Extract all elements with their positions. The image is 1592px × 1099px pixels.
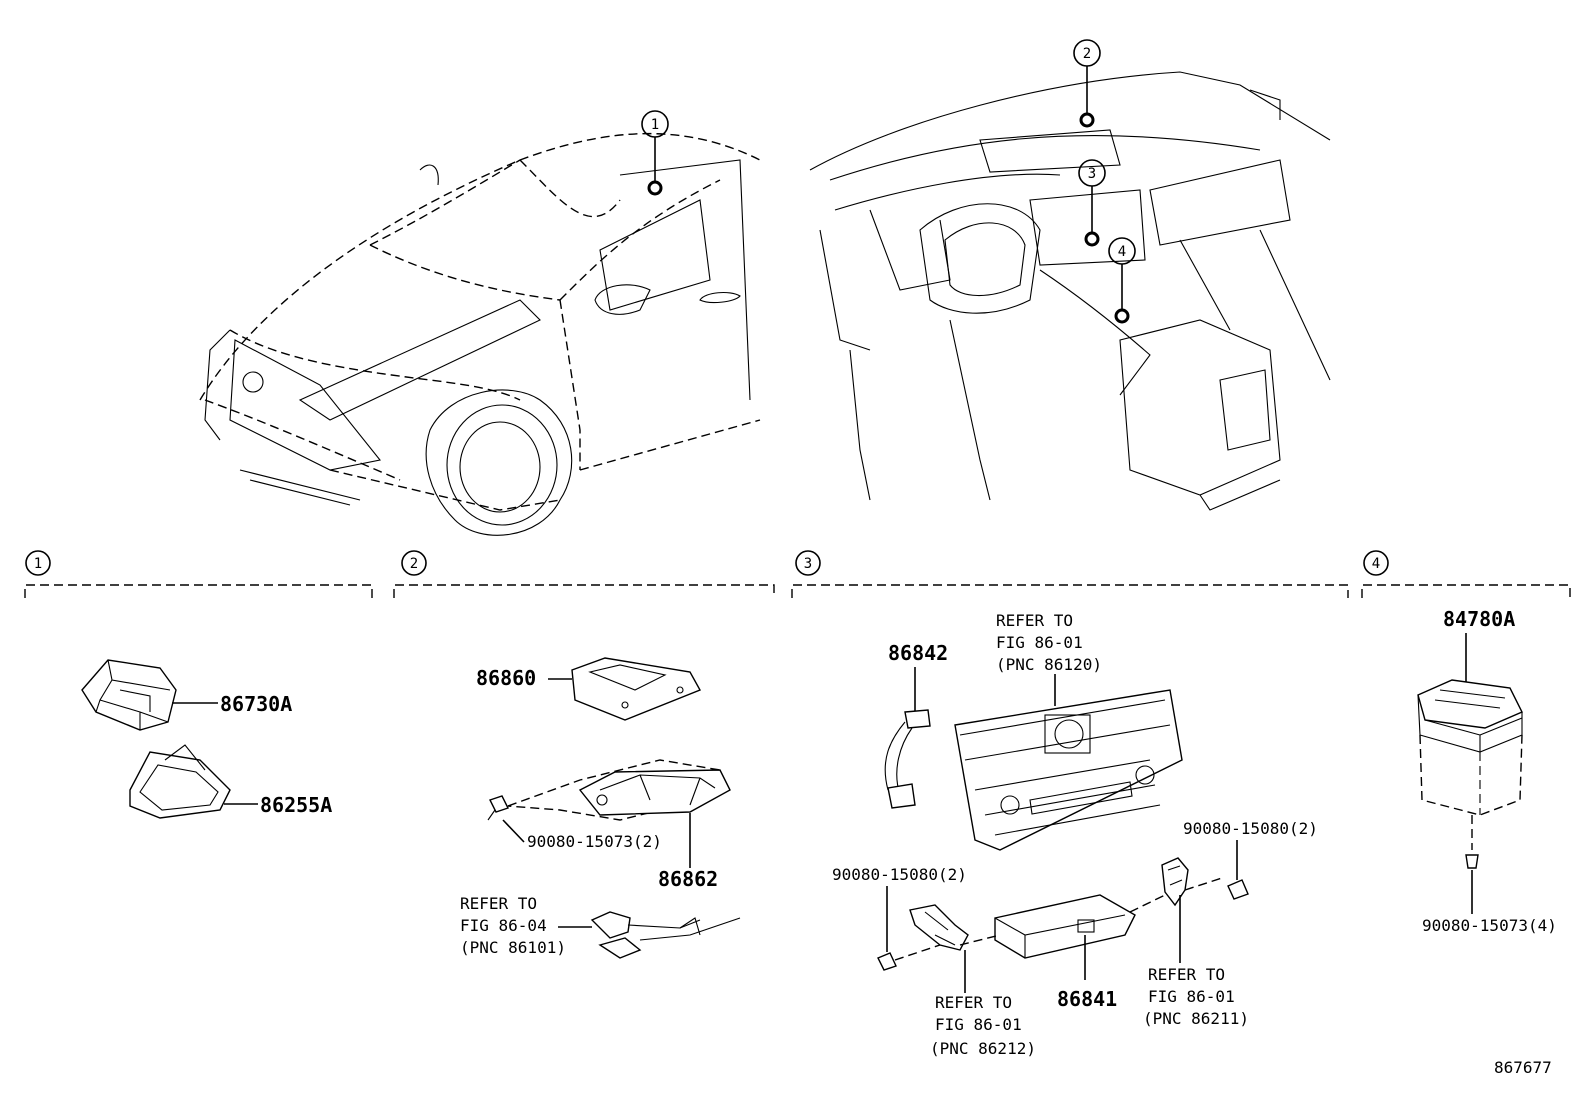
locator-marker-2: 2 — [1073, 39, 1101, 128]
vehicle-interior-illustration — [809, 71, 1331, 511]
part-number-86730A: 86730A — [220, 692, 292, 716]
dashed-assembly-outline — [507, 759, 722, 821]
part-number-86841: 86841 — [1057, 987, 1117, 1011]
bracket-86212-illustration — [909, 904, 969, 951]
module-86841-illustration — [994, 894, 1136, 959]
svg-text:REFER TO: REFER TO — [460, 894, 537, 913]
dashed-assembly-lines — [894, 877, 1223, 961]
part-number-86842: 86842 — [888, 641, 948, 665]
svg-text:(PNC 86211): (PNC 86211) — [1143, 1009, 1249, 1028]
locator-marker-label: 2 — [1083, 46, 1091, 62]
part-number-90080-15073-2: 90080-15073(2) — [527, 832, 662, 851]
diagram-id: 867677 — [1494, 1058, 1552, 1077]
screw-90080-15073-4-illustration — [1465, 854, 1479, 869]
part-number-86255A: 86255A — [260, 793, 332, 817]
locator-marker-4: 4 — [1108, 237, 1136, 324]
part-84780A-illustration — [1417, 679, 1523, 753]
section-3-header: 3 — [791, 550, 1349, 598]
svg-text:(PNC 86101): (PNC 86101) — [460, 938, 566, 957]
reference-fig-86-04: REFER TO FIG 86-04 (PNC 86101) — [460, 894, 566, 957]
screw-90080-15073-illustration — [487, 795, 509, 821]
control-panel-illustration — [954, 689, 1183, 851]
section-marker: 3 — [804, 556, 812, 572]
screw-90080-15080-left-illustration — [877, 952, 897, 971]
section-marker: 2 — [410, 556, 418, 572]
part-86730A-illustration — [81, 659, 177, 731]
svg-text:(PNC 86120): (PNC 86120) — [996, 655, 1102, 674]
svg-text:FIG 86-01: FIG 86-01 — [935, 1015, 1022, 1034]
screw-90080-15080-right-illustration — [1227, 879, 1249, 900]
leader-line — [502, 819, 525, 843]
part-86860-illustration — [571, 657, 701, 721]
locator-marker-3: 3 — [1078, 159, 1106, 247]
svg-text:REFER TO: REFER TO — [935, 993, 1012, 1012]
part-86862-illustration — [578, 769, 731, 816]
part-86255A-illustration — [129, 744, 231, 819]
dashed-outline — [1419, 734, 1523, 816]
part-number-84780A: 84780A — [1443, 607, 1515, 631]
section-marker: 1 — [34, 556, 42, 572]
part-number-90080-15080-right: 90080-15080(2) — [1183, 819, 1318, 838]
svg-text:FIG 86-04: FIG 86-04 — [460, 916, 547, 935]
svg-text:FIG 86-01: FIG 86-01 — [1148, 987, 1235, 1006]
harness-86842-illustration — [884, 709, 931, 809]
harness-86101-illustration — [590, 911, 741, 959]
locator-marker-label: 1 — [651, 117, 659, 133]
vehicle-exterior-illustration — [199, 132, 761, 536]
reference-fig-86-01-pnc-86211: REFER TO FIG 86-01 (PNC 86211) — [1143, 965, 1249, 1028]
bracket-86211-illustration — [1161, 857, 1189, 907]
svg-text:REFER TO: REFER TO — [1148, 965, 1225, 984]
locator-marker-label: 3 — [1088, 166, 1096, 182]
section-4-header: 4 — [1361, 550, 1571, 598]
reference-fig-86-01-pnc-86120: REFER TO FIG 86-01 (PNC 86120) — [996, 611, 1102, 674]
locator-marker-label: 4 — [1118, 244, 1126, 260]
reference-fig-86-01-pnc-86212: REFER TO FIG 86-01 (PNC 86212) — [930, 993, 1036, 1058]
part-number-90080-15073-4: 90080-15073(4) — [1422, 916, 1557, 935]
svg-text:FIG 86-01: FIG 86-01 — [996, 633, 1083, 652]
part-number-90080-15080-left: 90080-15080(2) — [832, 865, 967, 884]
svg-text:(PNC 86212): (PNC 86212) — [930, 1039, 1036, 1058]
svg-text:REFER TO: REFER TO — [996, 611, 1073, 630]
section-1-header: 1 — [24, 550, 373, 598]
locator-marker-1: 1 — [641, 110, 669, 196]
part-number-86860: 86860 — [476, 666, 536, 690]
section-2-header: 2 — [393, 550, 775, 598]
part-number-86862: 86862 — [658, 867, 718, 891]
section-marker: 4 — [1372, 556, 1380, 572]
